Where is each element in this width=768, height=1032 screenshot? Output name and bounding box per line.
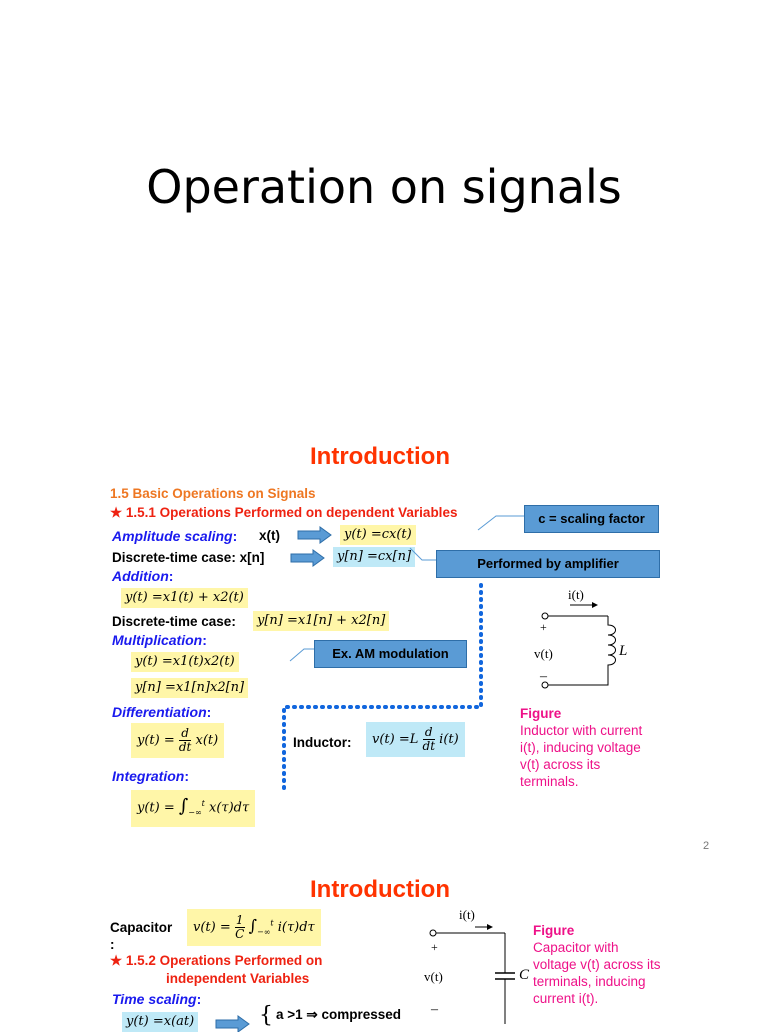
right-arrow-icon <box>297 526 332 544</box>
multiplication-ct-formula: y(t) =x1(t)x2(t) <box>131 652 239 672</box>
addition-dt-label: Discrete-time case: <box>112 614 236 629</box>
right-arrow-icon <box>290 549 325 567</box>
addition-dt-formula: y[n] =x1[n] + x2[n] <box>253 611 390 631</box>
callout-pointer <box>477 515 524 531</box>
callout-pointer <box>409 547 438 561</box>
callout-amplifier: Performed by amplifier <box>436 550 660 578</box>
addition-label: Addition: <box>112 568 174 584</box>
differentiation-label: Differentiation: <box>112 704 212 720</box>
section-heading: 1.5 Basic Operations on Signals <box>110 486 316 501</box>
capacitor-voltage-label: v(t) <box>424 969 443 984</box>
callout-am-modulation: Ex. AM modulation <box>314 640 467 668</box>
time-scaling-label: Time scaling: <box>112 991 202 1007</box>
svg-text:–: – <box>430 1002 439 1017</box>
svg-text:+: + <box>431 940 438 954</box>
subsection-heading-line2: independent Variables <box>166 971 310 986</box>
amplitude-scaling-label: Amplitude scaling: <box>112 528 238 544</box>
capacitor-colon: : <box>110 937 115 952</box>
capacitor-circuit-diagram: + – <box>429 924 515 1024</box>
inductor-label: Inductor: <box>293 735 352 750</box>
right-arrow-icon <box>215 1015 250 1032</box>
multiplication-dt-formula: y[n] =x1[n]x2[n] <box>131 678 249 698</box>
discrete-time-label: Discrete-time case: x[n] <box>112 550 265 565</box>
brace-icon: { <box>259 1003 273 1028</box>
figure-title: Figure <box>533 923 575 938</box>
capacitor-current-label: i(t) <box>459 907 475 922</box>
inductor-voltage-label: v(t) <box>534 646 553 661</box>
time-scaling-formula: y(t) =x(at) <box>122 1012 199 1032</box>
slide-heading: Introduction <box>310 876 450 903</box>
capacitor-element-label: C <box>519 967 530 983</box>
integration-label: Integration: <box>112 768 190 784</box>
figure-caption: Capacitor with voltage v(t) across its t… <box>533 940 661 1006</box>
compressed-text: a >1 ⇒ compressed <box>276 1007 402 1022</box>
amplitude-formula: y(t) =cx(t) <box>340 525 416 545</box>
page-number: 2 <box>703 840 710 852</box>
inductor-circuit-diagram: + – <box>539 602 616 689</box>
capacitor-label: Capacitor <box>110 920 173 935</box>
inductor-current-label: i(t) <box>568 587 584 602</box>
svg-text:–: – <box>539 669 548 684</box>
addition-formula: y(t) =x1(t) + x2(t) <box>121 588 248 608</box>
svg-text:+: + <box>540 620 547 634</box>
callout-pointer <box>289 648 316 662</box>
integration-formula: y(t) = ∫−∞t x(τ)dτ <box>131 790 256 827</box>
figure-title: Figure <box>520 706 562 721</box>
multiplication-label: Multiplication: <box>112 632 207 648</box>
subsection-heading: ★ 1.5.1 Operations Performed on dependen… <box>110 505 458 520</box>
discrete-amplitude-formula: y[n] =cx[n] <box>333 547 416 567</box>
amplitude-input: x(t) <box>259 528 280 543</box>
callout-scaling-factor: c = scaling factor <box>524 505 659 533</box>
slide-title: Operation on signals <box>146 160 622 214</box>
subsection-heading: ★ 1.5.2 Operations Performed on <box>110 953 323 968</box>
inductor-element-label: L <box>619 643 628 659</box>
slide-heading: Introduction <box>310 443 450 470</box>
figure-caption: Inductor with current i(t), inducing vol… <box>520 723 643 789</box>
